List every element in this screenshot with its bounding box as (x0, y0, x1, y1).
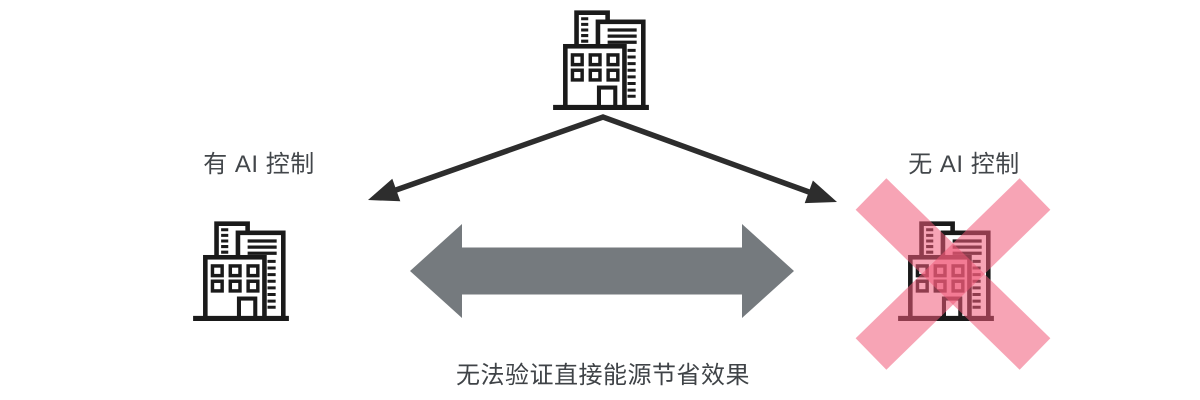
label-without-ai-control: 无 AI 控制 (908, 151, 1020, 178)
building-icon-with-ai (190, 216, 292, 322)
split-arrows-icon (368, 114, 837, 204)
double-headed-arrow-icon (410, 224, 794, 318)
building-icon-source (550, 5, 652, 111)
caption-text: 无法验证直接能源节省效果 (456, 362, 750, 389)
label-with-ai-control: 有 AI 控制 (203, 151, 315, 178)
building-icon (190, 216, 292, 322)
cross-x-icon (855, 178, 1051, 370)
building-icon (550, 5, 652, 111)
